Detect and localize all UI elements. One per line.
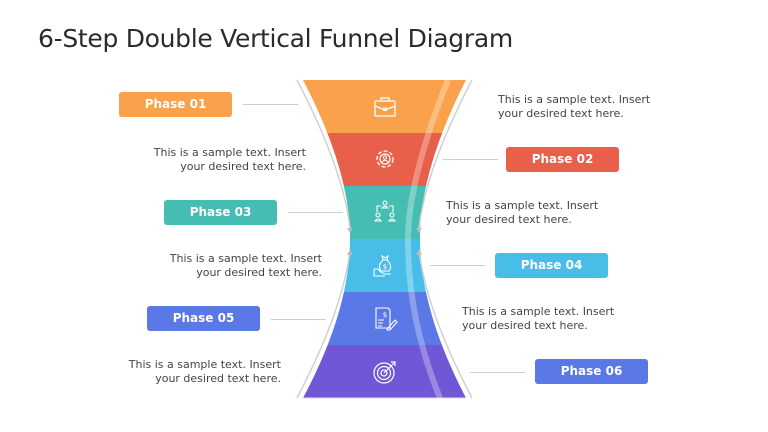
- funnel-segment-6: [303, 345, 466, 398]
- phase-02-button[interactable]: Phase 02: [506, 147, 619, 172]
- phase-05-description: This is a sample text. Insert your desir…: [462, 305, 622, 333]
- phase-02-text-line2: your desired text here.: [180, 160, 306, 173]
- org-chart-icon: [373, 200, 397, 222]
- gear-user-icon: [376, 150, 394, 168]
- phase-01-button[interactable]: Phase 01: [119, 92, 232, 117]
- phase-02-connector: [443, 159, 498, 160]
- phase-03-button[interactable]: Phase 03: [164, 200, 277, 225]
- phase-01-description: This is a sample text. Insert your desir…: [498, 93, 658, 121]
- phase-06-description: This is a sample text. Insert your desir…: [121, 358, 281, 386]
- phase-05-text-line2: your desired text here.: [462, 319, 588, 332]
- phase-04-text-line2: your desired text here.: [196, 266, 322, 279]
- invoice-pen-icon: $: [375, 307, 398, 331]
- phase-05-connector: [271, 319, 326, 320]
- svg-text:$: $: [383, 263, 387, 271]
- phase-01-text-line2: your desired text here.: [498, 107, 624, 120]
- phase-01-connector: [243, 104, 298, 105]
- target-icon: [373, 361, 396, 384]
- phase-03-description: This is a sample text. Insert your desir…: [446, 199, 606, 227]
- svg-text:$: $: [383, 311, 387, 319]
- phase-05-button[interactable]: Phase 05: [147, 306, 260, 331]
- money-bag-hand-icon: $: [373, 254, 392, 277]
- funnel-segment-1: [303, 80, 466, 133]
- phase-06-text-line2: your desired text here.: [155, 372, 281, 385]
- briefcase-icon: [374, 97, 396, 117]
- phase-03-text-line1: This is a sample text. Insert: [446, 199, 599, 212]
- phase-03-text-line2: your desired text here.: [446, 213, 572, 226]
- slide-title: 6-Step Double Vertical Funnel Diagram: [38, 24, 513, 53]
- phase-02-text-line1: This is a sample text. Insert: [153, 146, 306, 159]
- phase-03-connector: [288, 212, 343, 213]
- phase-02-description: This is a sample text. Insert your desir…: [146, 146, 306, 174]
- phase-04-text-line1: This is a sample text. Insert: [169, 252, 322, 265]
- phase-06-text-line1: This is a sample text. Insert: [128, 358, 281, 371]
- phase-06-connector: [470, 372, 525, 373]
- phase-05-text-line1: This is a sample text. Insert: [462, 305, 615, 318]
- phase-04-button[interactable]: Phase 04: [495, 253, 608, 278]
- phase-04-description: This is a sample text. Insert your desir…: [162, 252, 322, 280]
- phase-04-connector: [430, 265, 485, 266]
- phase-06-button[interactable]: Phase 06: [535, 359, 648, 384]
- phase-01-text-line1: This is a sample text. Insert: [498, 93, 651, 106]
